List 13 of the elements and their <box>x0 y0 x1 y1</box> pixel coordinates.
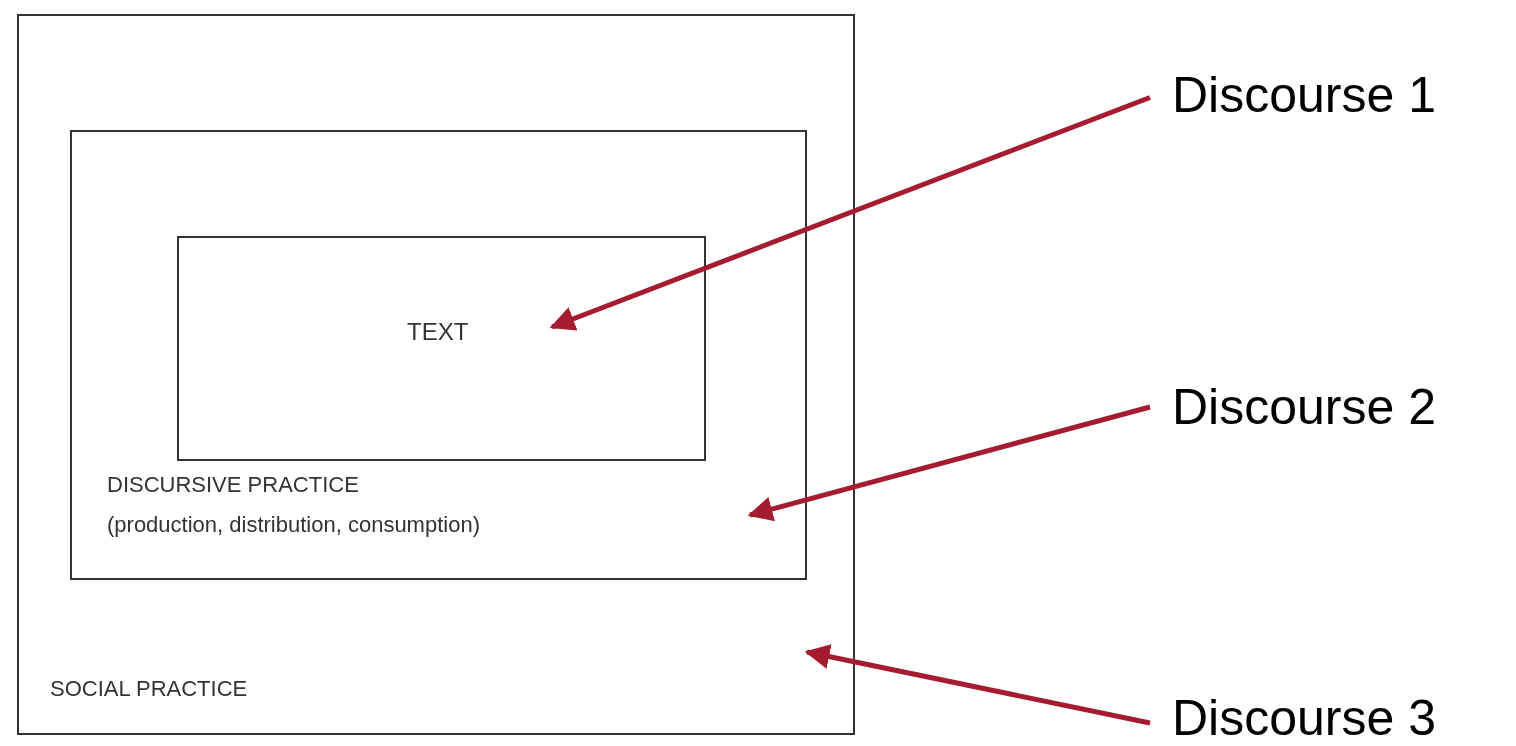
discourse-label: Discourse 3 <box>1172 693 1436 743</box>
arrow <box>549 95 1151 331</box>
inner-box <box>177 236 706 461</box>
discourse-label: Discourse 2 <box>1172 382 1436 432</box>
middle-box <box>70 130 807 580</box>
box-subtitle: (production, distribution, consumption) <box>107 512 480 538</box>
box-label: TEXT <box>407 318 469 346</box>
box-heading: DISCURSIVE PRACTICE <box>107 472 359 498</box>
outer-box <box>17 14 855 735</box>
arrow <box>804 644 1151 726</box>
arrow <box>747 404 1151 522</box>
discourse-label: Discourse 1 <box>1172 70 1436 120</box>
box-label: SOCIAL PRACTICE <box>50 676 248 702</box>
